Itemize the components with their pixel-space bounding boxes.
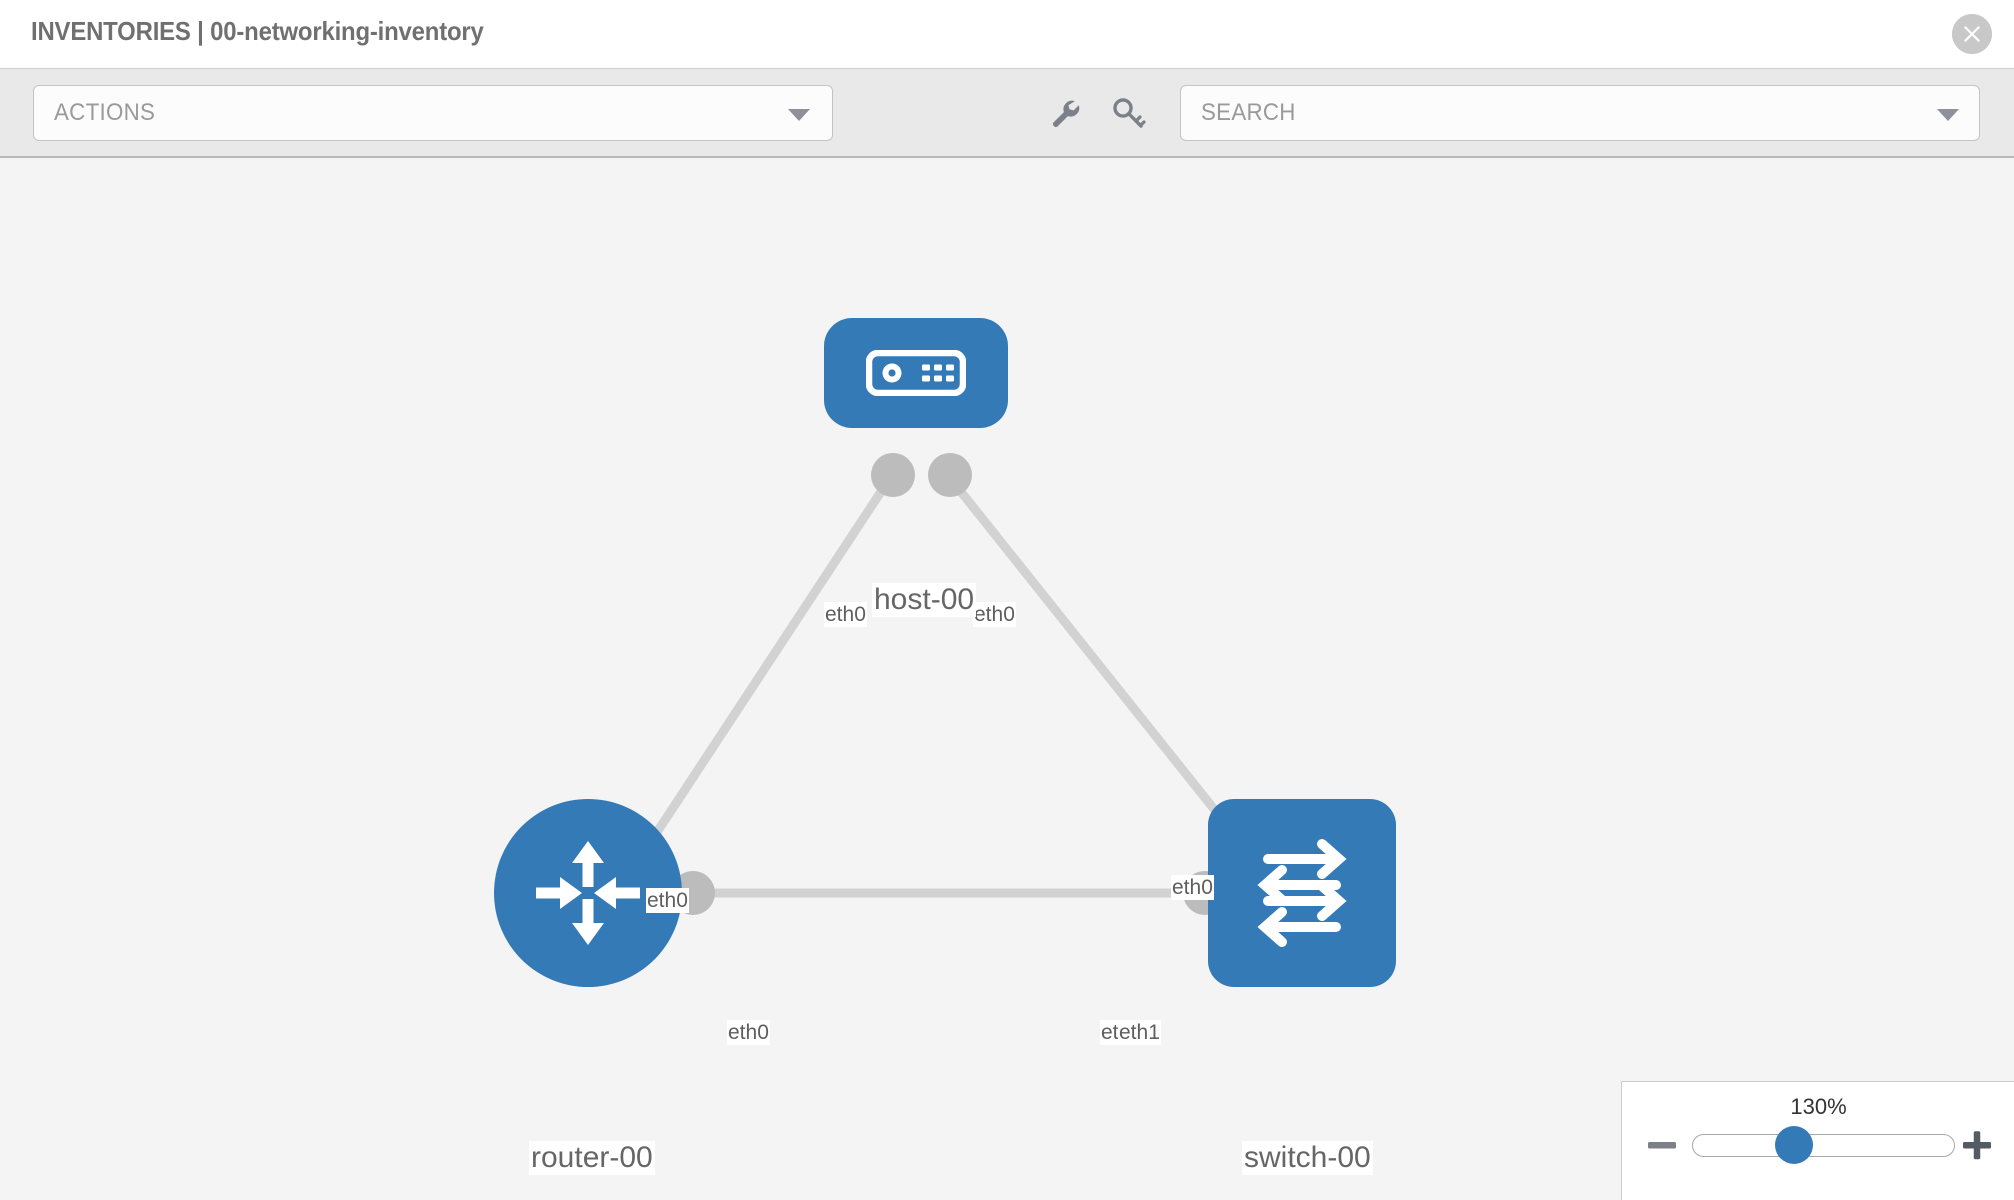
key-icon[interactable] xyxy=(1112,97,1146,131)
topology-canvas[interactable]: eth0 eth0 eth0 eth0 eth0 eth eth1 host-0… xyxy=(0,158,2014,1200)
node-label-router-00: router-00 xyxy=(529,1141,655,1175)
zoom-out-button[interactable] xyxy=(1645,1128,1679,1162)
topology-links xyxy=(636,475,1249,898)
page-title: INVENTORIES | 00-networking-inventory xyxy=(31,16,484,46)
interface-label-switch-left: eth1 xyxy=(1118,1020,1161,1045)
interface-label-router-uplink: eth0 xyxy=(646,888,689,913)
node-switch-00[interactable] xyxy=(1208,799,1396,987)
wrench-icon[interactable] xyxy=(1049,97,1083,131)
search-input[interactable]: SEARCH xyxy=(1180,85,1980,141)
actions-dropdown[interactable]: ACTIONS xyxy=(33,85,833,141)
topology-ports xyxy=(623,453,1257,915)
zoom-level-label: 130% xyxy=(1790,1094,1847,1119)
node-host-00[interactable] xyxy=(824,318,1008,428)
close-icon[interactable] xyxy=(1952,14,1992,54)
link-host-switch[interactable] xyxy=(946,475,1249,851)
zoom-in-button[interactable] xyxy=(1960,1128,1994,1162)
toolbar: ACTIONS SEARCH xyxy=(0,68,2014,158)
interface-label-host-right: eth0 xyxy=(973,602,1016,627)
interface-label-switch-uplink: eth0 xyxy=(1171,875,1214,900)
chevron-down-icon[interactable] xyxy=(1937,109,1959,121)
interface-label-router-right: eth0 xyxy=(727,1020,770,1045)
node-router-00[interactable] xyxy=(494,799,682,987)
link-host-router[interactable] xyxy=(636,475,894,861)
interface-label-host-left: eth0 xyxy=(824,602,867,627)
node-label-host-00: host-00 xyxy=(872,583,977,617)
port-host-left[interactable] xyxy=(871,453,915,497)
page-header: INVENTORIES | 00-networking-inventory xyxy=(0,0,2014,68)
zoom-slider-thumb[interactable] xyxy=(1775,1126,1813,1164)
port-host-right[interactable] xyxy=(928,453,972,497)
topology-graph xyxy=(494,318,1396,987)
node-label-switch-00: switch-00 xyxy=(1242,1141,1373,1175)
actions-dropdown-label: ACTIONS xyxy=(54,99,156,126)
zoom-slider-track[interactable] xyxy=(1692,1134,1955,1157)
chevron-down-icon xyxy=(788,109,810,121)
zoom-control-panel: 130% xyxy=(1621,1081,2014,1200)
search-placeholder: SEARCH xyxy=(1201,99,1296,126)
